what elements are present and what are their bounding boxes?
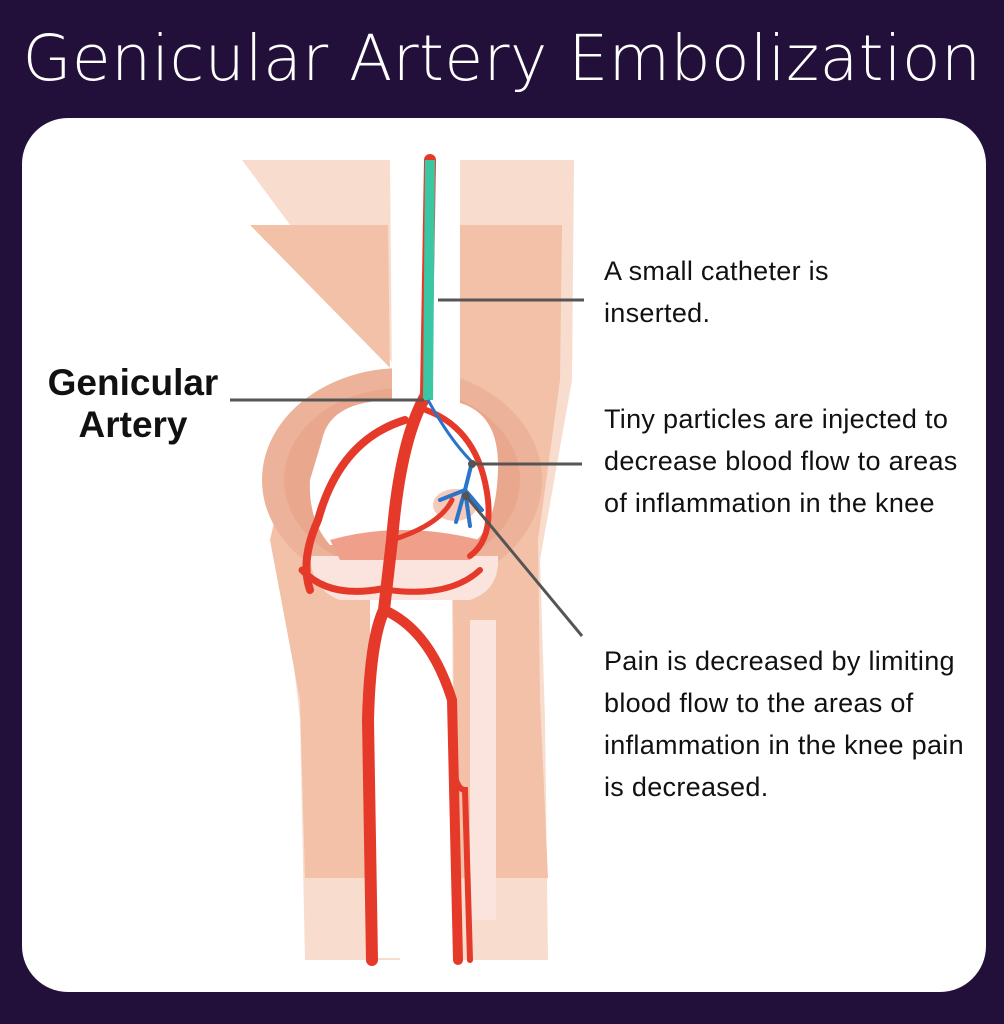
artery-label-line1: Genicular xyxy=(47,362,219,403)
note-pain: Pain is decreased by limiting blood flow… xyxy=(604,646,964,802)
artery-label-line2: Artery xyxy=(78,404,188,445)
page-title: Genicular Artery Embolization xyxy=(22,22,982,95)
catheter xyxy=(423,159,435,401)
artery-network xyxy=(298,154,492,966)
particles-marker xyxy=(468,460,476,468)
genicular-artery-label: Genicular Artery xyxy=(38,362,228,446)
note-particles: Tiny particles are injected to decrease … xyxy=(604,404,958,518)
pain-marker xyxy=(462,492,470,500)
leader-lines xyxy=(230,298,584,637)
note-catheter: A small catheter is inserted. xyxy=(604,256,829,328)
catheter-tip xyxy=(426,399,474,464)
